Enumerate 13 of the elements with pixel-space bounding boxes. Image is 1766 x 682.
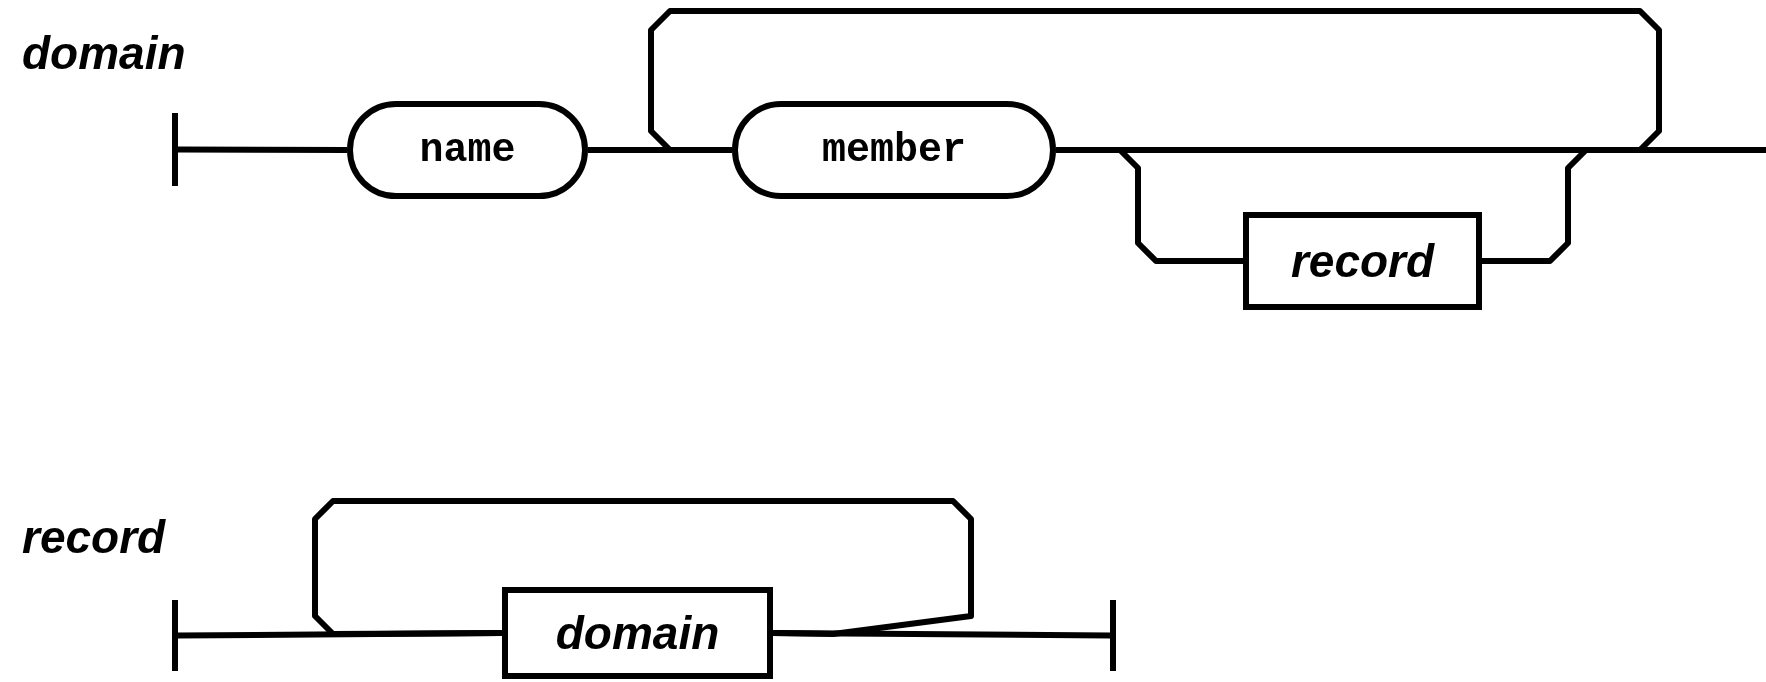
end-bar xyxy=(172,600,178,671)
rule-name: domain xyxy=(22,30,186,76)
end-bar xyxy=(172,113,178,186)
track-line xyxy=(312,498,974,637)
nonterminal-box: record xyxy=(1243,212,1482,310)
track-line xyxy=(648,8,1662,153)
terminal-pill: name xyxy=(347,101,588,199)
track-line xyxy=(772,630,1111,639)
terminal-pill: member xyxy=(732,101,1056,199)
track-line xyxy=(178,146,347,153)
rule-name: record xyxy=(22,514,166,560)
nonterminal-box: domain xyxy=(502,587,773,679)
end-bar xyxy=(1110,600,1116,671)
